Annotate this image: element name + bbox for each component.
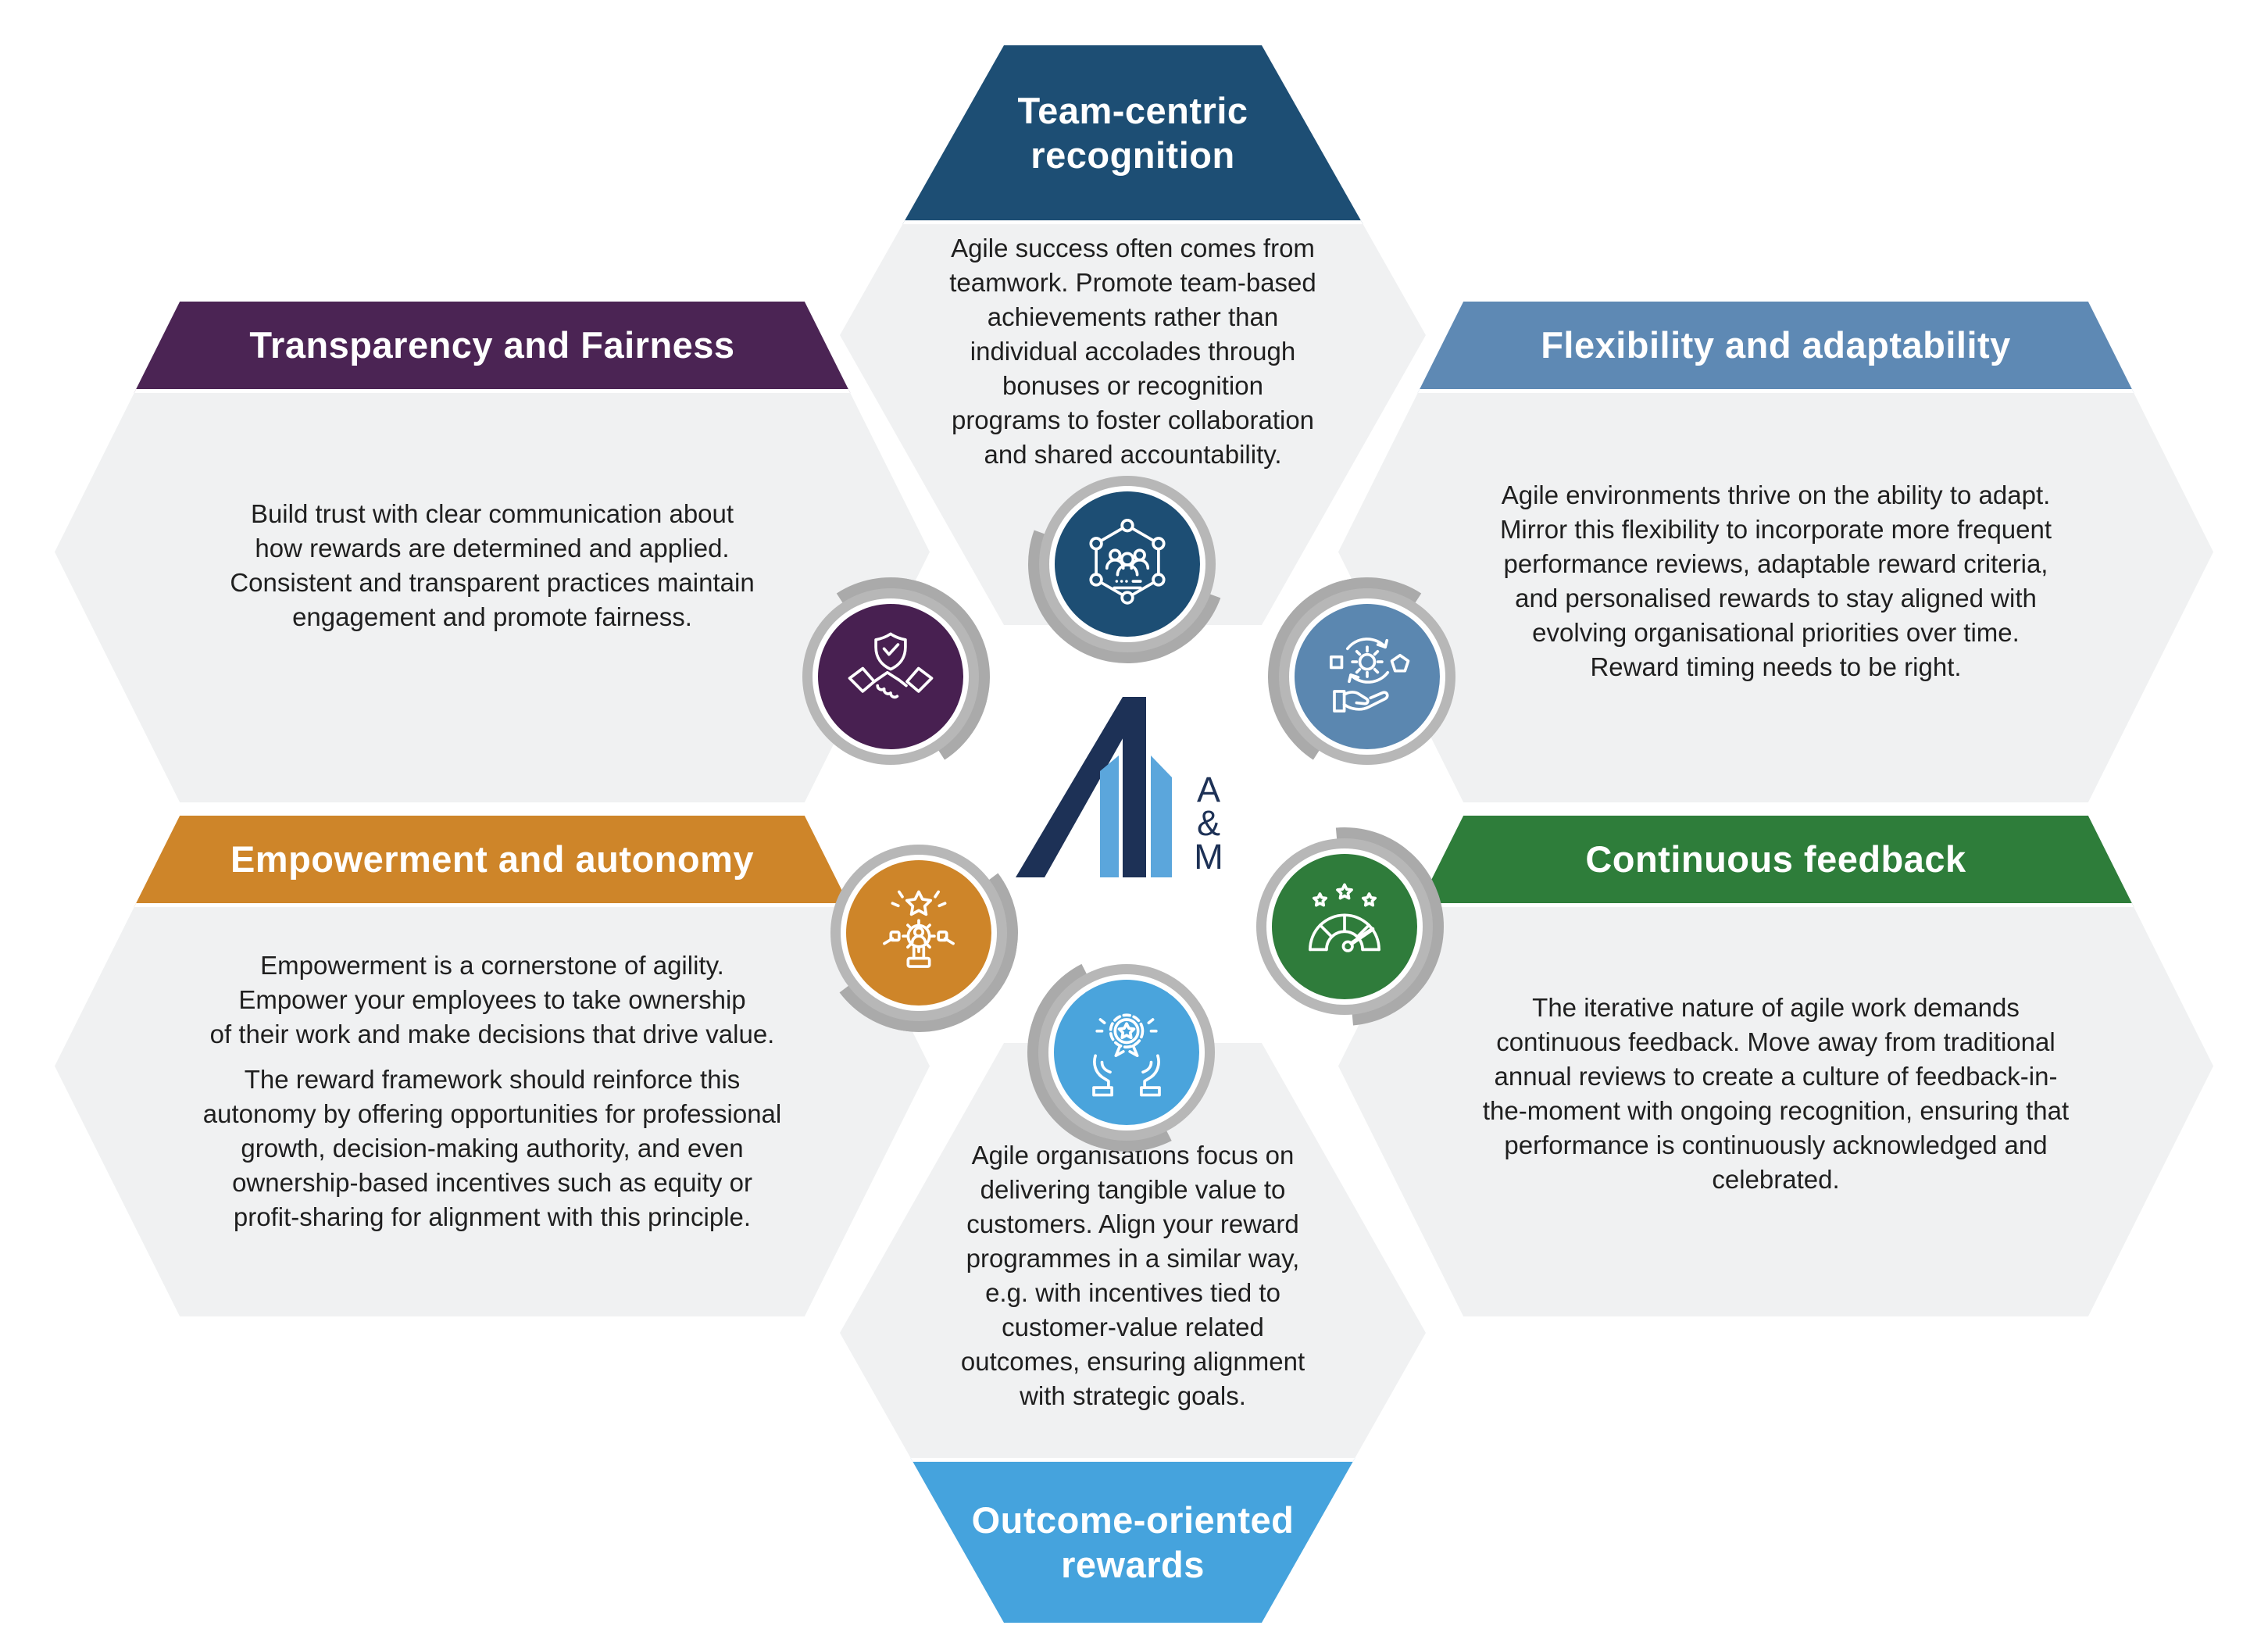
team-network-icon (995, 432, 1259, 696)
tile-transparency-and-fairness: Transparency and Fairness Build trust wi… (55, 302, 930, 802)
gear-in-hand-icon (1249, 559, 1485, 795)
tile-title: Transparency and Fairness (249, 324, 735, 366)
empowerment-and-autonomy-header-band: Empowerment and autonomy (55, 816, 930, 907)
gauge-stars-glyph (1309, 883, 1380, 952)
tile-title: Empowerment and autonomy (230, 838, 755, 881)
star-achiever-icon (806, 820, 1031, 1045)
am-logo-mark (1016, 697, 1172, 877)
tile-body-text-2: The reward framework should reinforce th… (202, 1065, 782, 1231)
tile-empowerment-and-autonomy: Empowerment and autonomy Empowerment is … (55, 816, 930, 1316)
tile-body-text: Agile organisations focus on delivering … (960, 1141, 1305, 1410)
tile-body-text: Agile success often comes from teamwork.… (949, 234, 1316, 469)
transparency-and-fairness-header-band: Transparency and Fairness (55, 302, 930, 393)
shield-handshake-glyph (848, 632, 934, 699)
tile-body-text: Build trust with clear communication abo… (230, 499, 755, 631)
tile-flexibility-and-adaptability: Flexibility and adaptability Agile envir… (1338, 302, 2213, 802)
tile-title: Flexibility and adaptability (1541, 324, 2011, 366)
outcome-oriented-rewards-header-band: Outcome-oriented rewards (840, 1458, 1426, 1623)
tile-title: Continuous feedback (1585, 838, 1966, 881)
tile-body-text: Agile environments thrive on the ability… (1499, 480, 2052, 681)
tile-body-text: The iterative nature of agile work deman… (1482, 993, 2070, 1194)
am-logo-monogram: A & M (1194, 770, 1223, 877)
gear-in-hand-glyph (1329, 638, 1410, 713)
tile-continuous-feedback: Continuous feedback The iterative nature… (1338, 816, 2213, 1316)
continuous-feedback-header-band: Continuous feedback (1338, 816, 2213, 907)
tile-title: Outcome-oriented rewards (971, 1498, 1295, 1585)
flexibility-and-adaptability-header-band: Flexibility and adaptability (1338, 302, 2213, 393)
hands-badge-glyph (1092, 1013, 1161, 1097)
tile-title: Team-centric recognition (1017, 89, 1248, 176)
tile-body-text: Empowerment is a cornerstone of agility.… (209, 951, 775, 1048)
star-achiever-glyph (883, 890, 955, 968)
am-logo: A & M (1012, 691, 1238, 879)
team-centric-recognition-header-band: Team-centric recognition (840, 45, 1426, 224)
gauge-stars-icon (1205, 787, 1484, 1066)
shield-handshake-icon (773, 559, 1009, 795)
team-network-glyph (1089, 518, 1166, 605)
hands-badge-icon (1001, 927, 1252, 1178)
